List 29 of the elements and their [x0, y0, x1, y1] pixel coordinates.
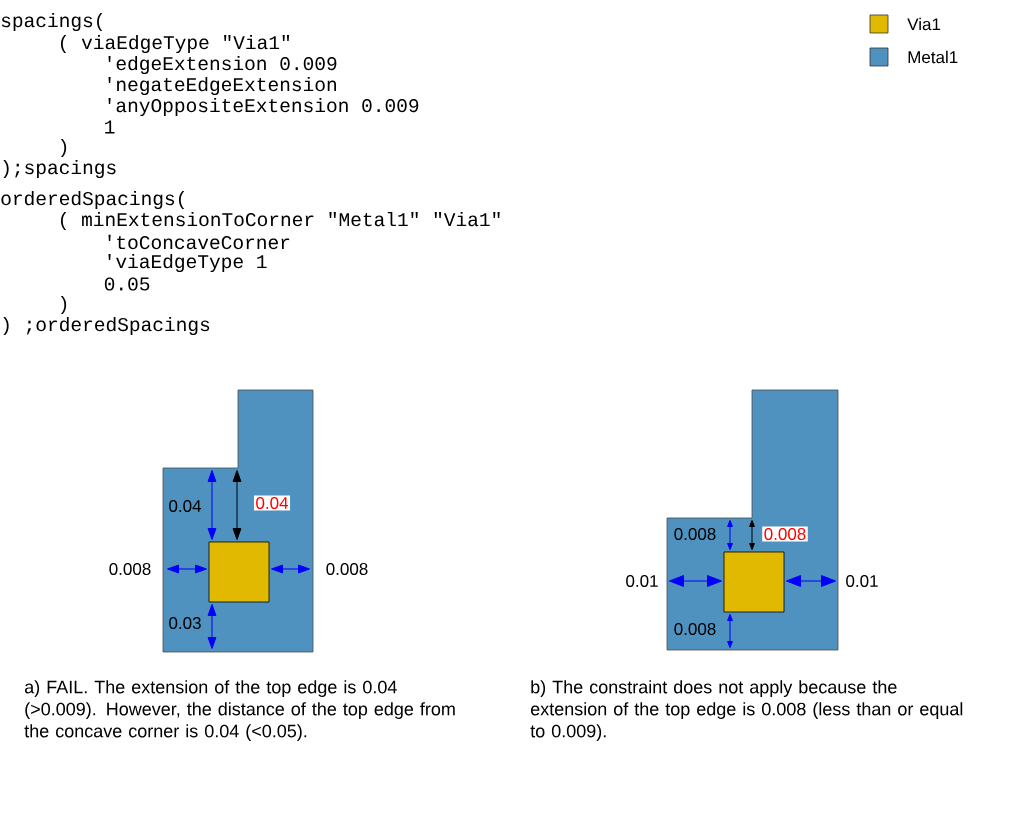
code-line: 1	[105, 120, 115, 134]
dimension-value: 0.008	[326, 563, 368, 575]
dimension-value: 0.008	[674, 623, 716, 635]
code-line: )	[60, 138, 67, 158]
code-line: 'negateEdgeExtension	[108, 76, 336, 96]
code-line: ( viaEdgeType "Via1"	[60, 34, 290, 54]
code-line: orderedSpacings(	[1, 190, 185, 210]
legend-label: Metal1	[908, 50, 958, 64]
dimension-value: 0.01	[846, 575, 878, 587]
code-line: ) ;orderedSpacings	[3, 316, 210, 336]
code-line: spacings(	[1, 12, 103, 32]
code-line: 'toConcaveCorner	[108, 234, 290, 250]
legend-label: Via1	[907, 17, 941, 31]
code-line: 'edgeExtension 0.009	[108, 55, 337, 75]
code-line: )	[60, 295, 67, 315]
caption: b) The constraint does not apply because the extension of the top edge is 0.008 (less than or equal to 0.009).	[530, 680, 963, 741]
code-line: );spacings	[3, 159, 116, 179]
code-line: ( minExtensionToCorner "Metal1" "Via1"	[60, 211, 500, 231]
dimension-value: 0.008	[762, 526, 808, 542]
dimension-value: 0.008	[674, 528, 716, 540]
dimension-value: 0.04	[169, 500, 202, 512]
code-line: 'viaEdgeType 1	[108, 253, 267, 273]
dimension-value: 0.03	[169, 617, 201, 629]
dimension-value: 0.008	[109, 563, 151, 575]
code-line: 0.05	[104, 277, 150, 291]
code-line: 'anyOppositeExtension 0.009	[108, 97, 419, 117]
dimension-value: 0.04	[253, 495, 291, 511]
caption: a) FAIL. The extension of the top edge is 0.04 (>0.009). However, the distance of the top edge from the concave corner is 0.04 (<0.05).	[24, 680, 455, 741]
dimension-value: 0.01	[626, 575, 658, 587]
